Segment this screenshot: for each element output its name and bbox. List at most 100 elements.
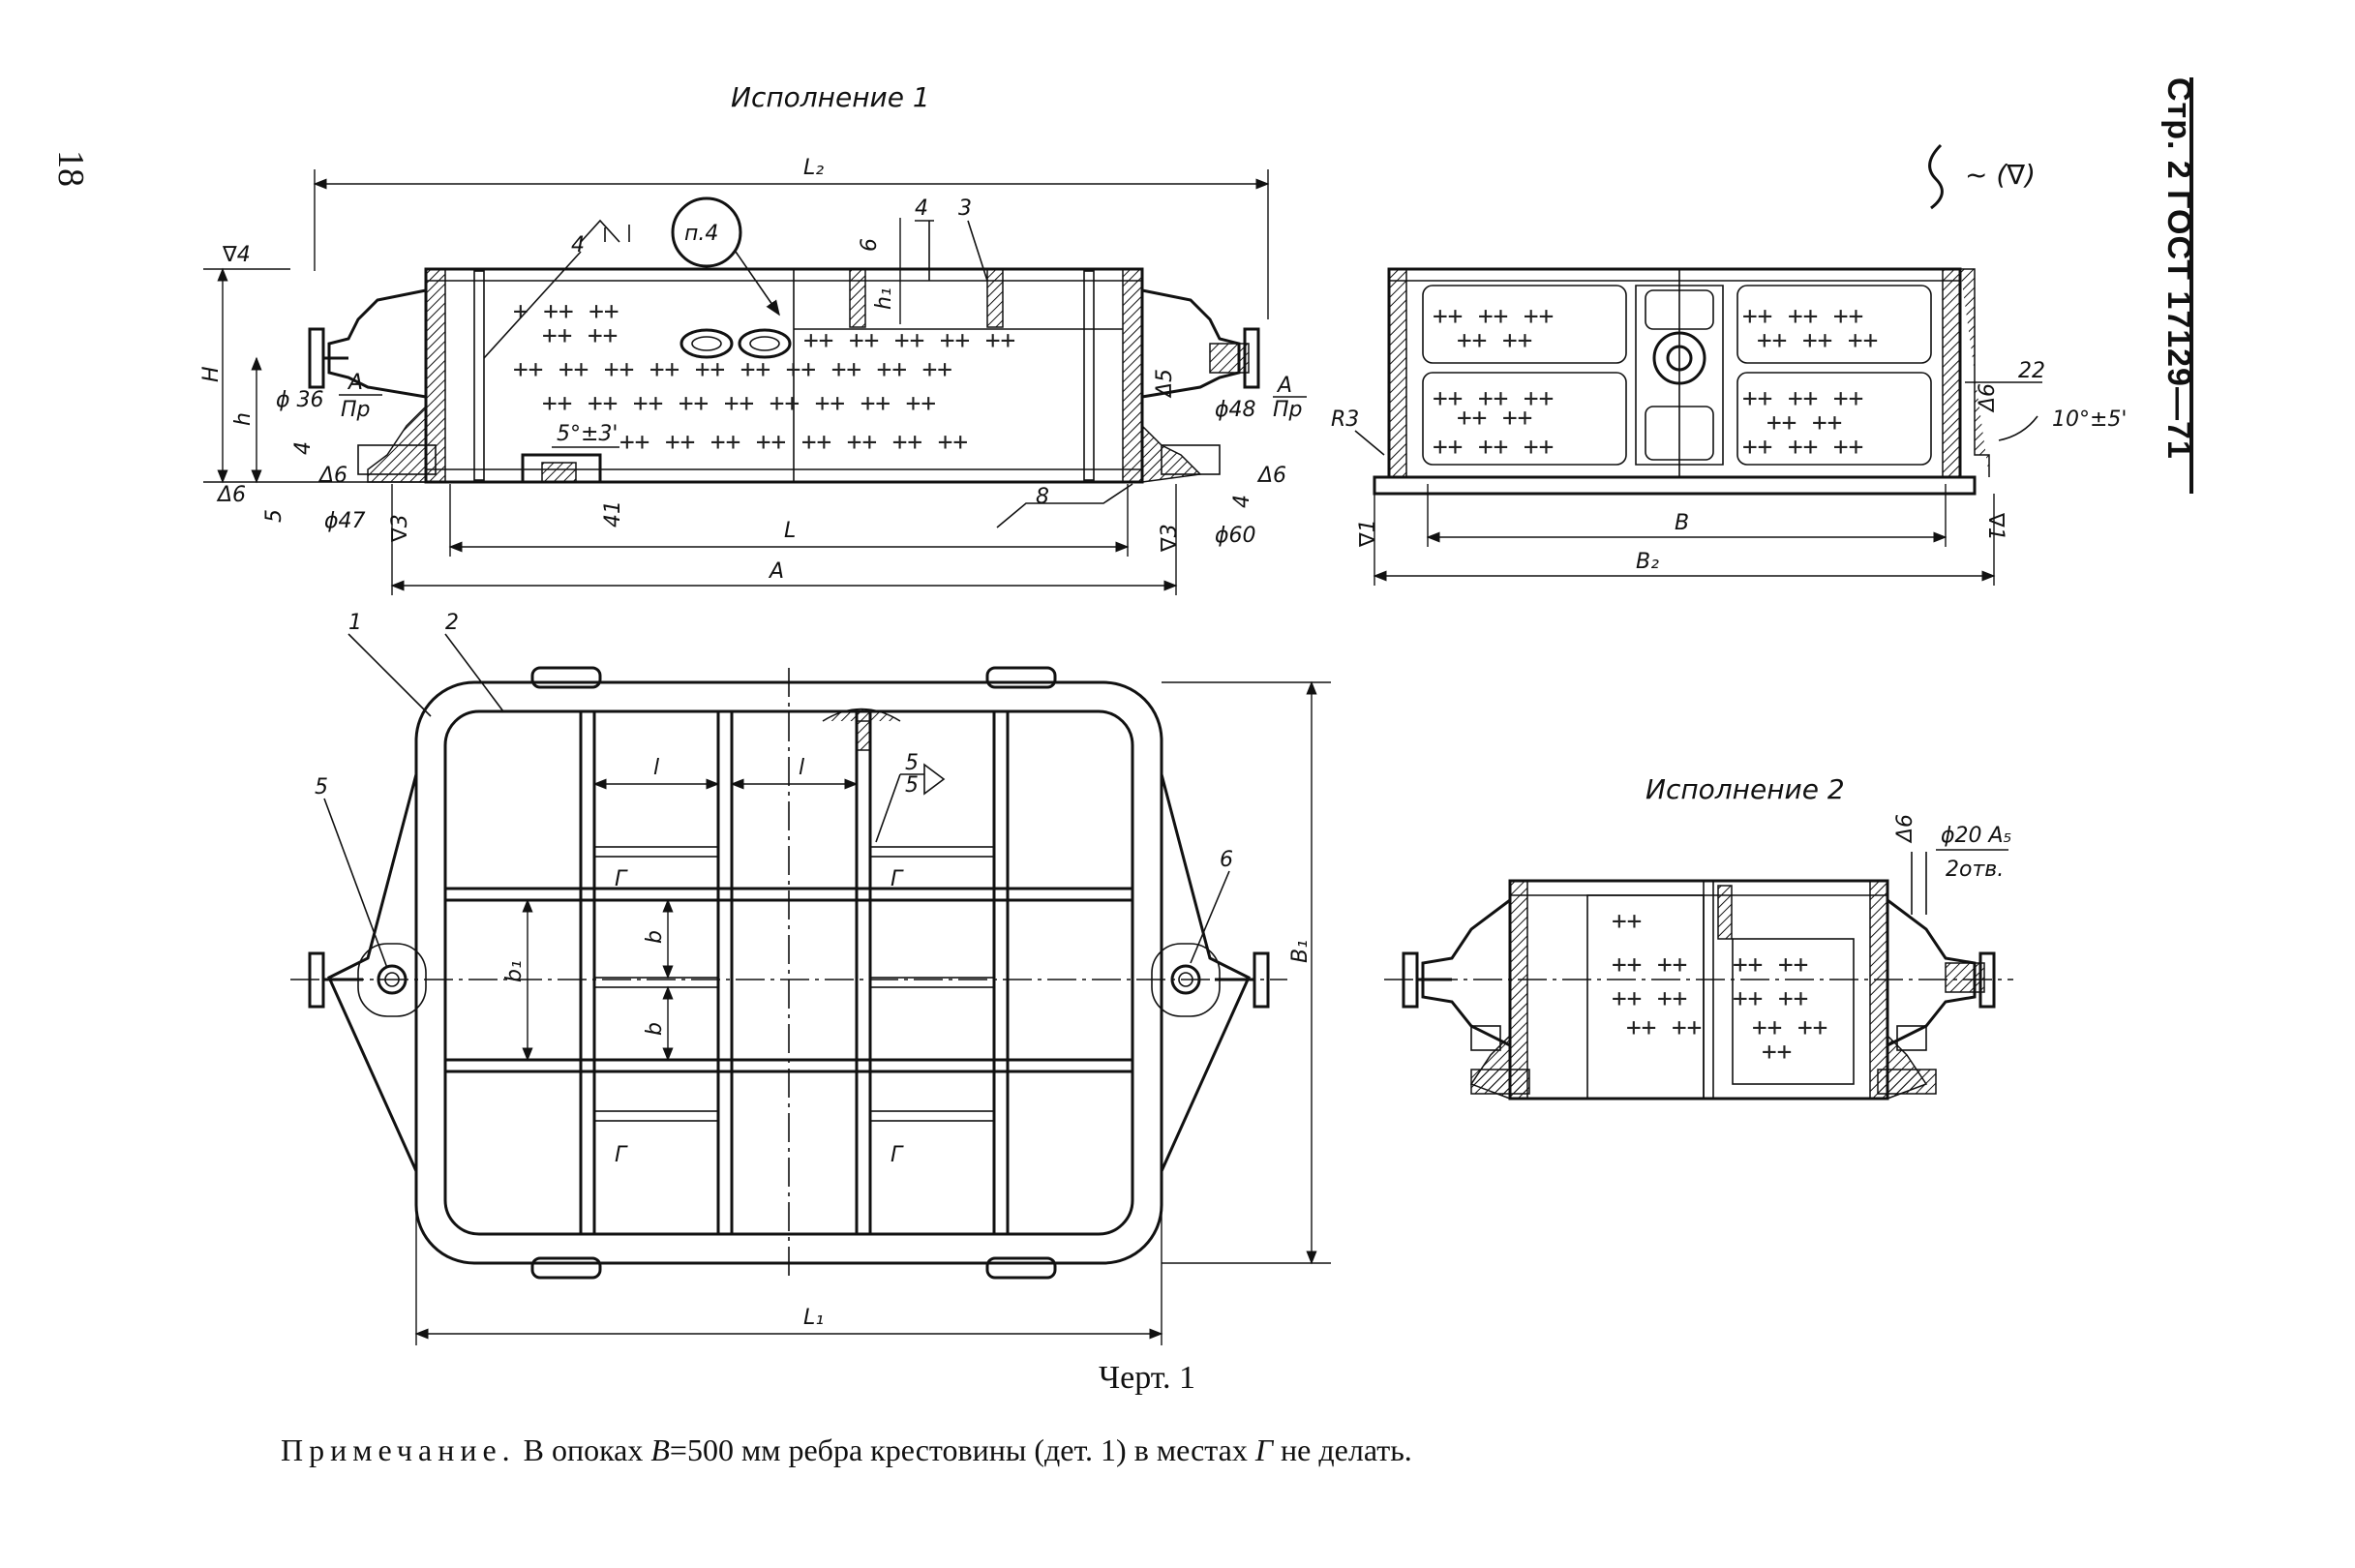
view-execution-1: Исполнение 1 L₂ <box>199 81 1307 595</box>
svg-text:++ ++ ++ ++ ++: ++ ++ ++ ++ ++ <box>803 326 1015 355</box>
execution-2-title: Исполнение 2 <box>1645 773 1845 805</box>
weld-5-bottom: 5 <box>905 773 919 798</box>
dim-a: A <box>768 559 784 584</box>
svg-text:++ ++: ++ ++ <box>1752 1013 1827 1042</box>
callout-6: 6 <box>1220 848 1233 872</box>
svg-text:++ ++: ++ ++ <box>1612 984 1687 1013</box>
svg-text:++: ++ <box>1762 1038 1792 1067</box>
svg-text:++ ++: ++ ++ <box>1626 1013 1702 1042</box>
dim-l-small-1: l <box>653 756 659 780</box>
roughness-6-b: Δ6 <box>317 464 347 488</box>
svg-text:++ ++ ++: ++ ++ ++ <box>1757 326 1878 355</box>
exec2-body <box>1508 879 1889 1101</box>
svg-text:++ ++ ++: ++ ++ ++ <box>1433 384 1554 413</box>
roughness-symbol: ~ (∇) <box>1965 159 2036 191</box>
dim-l-small-2: l <box>799 756 804 780</box>
roughness-6-right: Δ6 <box>1256 464 1286 488</box>
dim-h-upper: H <box>199 366 224 382</box>
dim-r3: R3 <box>1331 407 1359 432</box>
roughness-3-right: ∇3 <box>1158 524 1182 553</box>
note-prefix: Примечание. <box>281 1432 516 1467</box>
dim-b-small-1: b <box>643 930 667 944</box>
note-text-2: =500 мм ребра крестовины (дет. 1) в мест… <box>669 1432 1255 1467</box>
svg-text:++ ++ ++ ++ ++ ++ ++ ++: ++ ++ ++ ++ ++ ++ ++ ++ ++ <box>542 389 936 418</box>
fit-pr-right: Пр <box>1273 398 1303 422</box>
dim-d20: ϕ20 A₅ <box>1941 824 2011 848</box>
callout-3: 3 <box>958 196 972 221</box>
execution-1-title: Исполнение 1 <box>731 81 930 113</box>
standard-rule <box>2189 77 2193 494</box>
fit-a-left: A <box>347 371 363 395</box>
svg-text:++ ++: ++ ++ <box>1766 408 1842 437</box>
fit-pr-left: Пр <box>341 398 371 422</box>
svg-text:++ ++ ++ ++ ++ ++ ++ ++: ++ ++ ++ ++ ++ ++ ++ ++ ++ ++ <box>513 355 952 384</box>
exec2-sand-fill-marks: ++ ++ ++ ++ ++ ++ ++ ++ ++ ++ ++ ++ ++ +… <box>1612 907 1827 1067</box>
svg-text:++ ++: ++ ++ <box>1733 950 1808 980</box>
callout-4-left: 4 <box>571 233 585 257</box>
note-ref: п.4 <box>684 222 718 246</box>
note-formula: B <box>650 1432 670 1467</box>
view-execution-2: Исполнение 2 ϕ20 A₅ 2отв. Δ6 ++ ++ <box>1384 773 2013 1101</box>
dim-l1: L₁ <box>803 1306 824 1330</box>
note-mark: Г <box>1254 1432 1274 1467</box>
svg-text:++ ++ ++: ++ ++ ++ <box>1742 302 1863 331</box>
dim-b-small-2: b <box>643 1022 667 1036</box>
angle-5: 5°±3' <box>557 422 618 446</box>
dim-4-left: 4 <box>291 441 316 455</box>
roughness-6-side: Δ6 <box>1976 383 2000 413</box>
dim-d47: ϕ47 <box>324 509 366 533</box>
dim-b2: B₂ <box>1636 550 1659 574</box>
dim-d48: ϕ48 <box>1215 398 1256 422</box>
mark-g-1: Г <box>615 867 628 891</box>
callout-1: 1 <box>348 611 362 635</box>
callout-4: 4 <box>915 196 928 221</box>
weld-5-top: 5 <box>905 751 919 775</box>
dim-41: 41 <box>601 500 625 528</box>
dim-l2: L₂ <box>803 156 824 180</box>
svg-text:++ ++ ++: ++ ++ ++ <box>1433 302 1554 331</box>
svg-text:+ ++ ++: + ++ ++ <box>513 297 619 326</box>
mark-g-2: Г <box>891 867 904 891</box>
view-side-section: ~ (∇) ++ ++ ++ ++ ++ ++ ++ ++ ++ ++ ++ +… <box>1331 143 2127 586</box>
svg-text:++ ++ ++: ++ ++ ++ <box>1433 433 1554 462</box>
sand-fill-marks: + ++ ++ ++ ++ ++ ++ ++ ++ ++ ++ ++ ++ ++… <box>513 297 1015 457</box>
dim-b1: b₁ <box>502 960 527 982</box>
fit-a-right: A <box>1276 374 1292 398</box>
svg-text:++ ++ ++ ++ ++ ++ ++ ++: ++ ++ ++ ++ ++ ++ ++ ++ <box>619 428 968 457</box>
roughness-6-exec2: Δ6 <box>1893 814 1917 844</box>
dim-h-lower: h <box>231 412 256 426</box>
dim-4-right: 4 <box>1230 495 1254 508</box>
mark-g-3: Г <box>615 1143 628 1167</box>
svg-text:++ ++ ++: ++ ++ ++ <box>1742 384 1863 413</box>
svg-text:++ ++: ++ ++ <box>1457 326 1532 355</box>
svg-text:++: ++ <box>1612 907 1642 936</box>
svg-text:++ ++ ++: ++ ++ ++ <box>1742 433 1863 462</box>
dim-b: B <box>1675 511 1689 535</box>
dim-d60: ϕ60 <box>1215 524 1256 548</box>
callout-5: 5 <box>315 775 328 799</box>
note-text-1: В опоках <box>515 1432 651 1467</box>
roughness-1-left: ∇1 <box>1356 519 1380 548</box>
roughness-1-right: ∇1 <box>1983 512 2008 541</box>
dim-h1: h₁ <box>872 287 896 310</box>
figure-caption: Черт. 1 <box>1099 1360 1196 1396</box>
side-sand-fill-marks: ++ ++ ++ ++ ++ ++ ++ ++ ++ ++ ++ ++ ++ +… <box>1433 302 1878 462</box>
svg-text:++ ++: ++ ++ <box>542 321 618 350</box>
view-plan: 5 5 l l b b b₁ Г Г Г Г 1 2 5 6 L₁ <box>290 611 1331 1345</box>
mark-g-4: Г <box>891 1143 904 1167</box>
roughness-6: Δ6 <box>216 483 246 507</box>
roughness-4: ∇4 <box>222 243 251 267</box>
note-text-3: не делать. <box>1273 1432 1412 1467</box>
drawing-note: Примечание. В опоках B=500 мм ребра крес… <box>281 1432 1412 1468</box>
dim-5: 5 <box>262 509 287 523</box>
callout-8: 8 <box>1036 485 1049 509</box>
callout-2: 2 <box>445 611 459 635</box>
roughness-tilde-icon <box>1928 143 1944 210</box>
angle-10: 10°±5' <box>2052 407 2127 432</box>
dim-22: 22 <box>2018 359 2045 383</box>
dim-b1-large: B₁ <box>1288 940 1313 963</box>
svg-text:++ ++: ++ ++ <box>1457 404 1532 433</box>
note-circle <box>671 196 742 268</box>
dim-l: L <box>784 519 796 543</box>
